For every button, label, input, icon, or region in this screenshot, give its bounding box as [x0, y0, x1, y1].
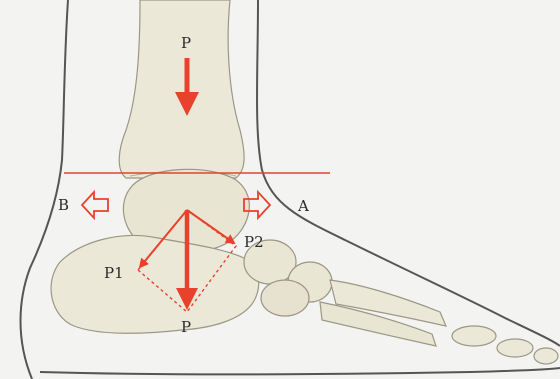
leg-outline-back [21, 0, 69, 379]
label-p-top: P [181, 34, 191, 52]
label-b: B [58, 196, 69, 214]
label-a: A [297, 197, 309, 215]
label-p1: P1 [104, 264, 124, 282]
label-p-bottom: P [181, 318, 191, 336]
open-arrow-left [82, 192, 108, 218]
phalanx-bone [534, 348, 558, 364]
sole-outline [40, 368, 560, 374]
phalanx-bone [452, 326, 496, 346]
phalanx-bone [497, 339, 533, 357]
tibia-bone [119, 0, 244, 178]
cuboid-bone [261, 280, 309, 316]
label-p2: P2 [244, 233, 264, 251]
